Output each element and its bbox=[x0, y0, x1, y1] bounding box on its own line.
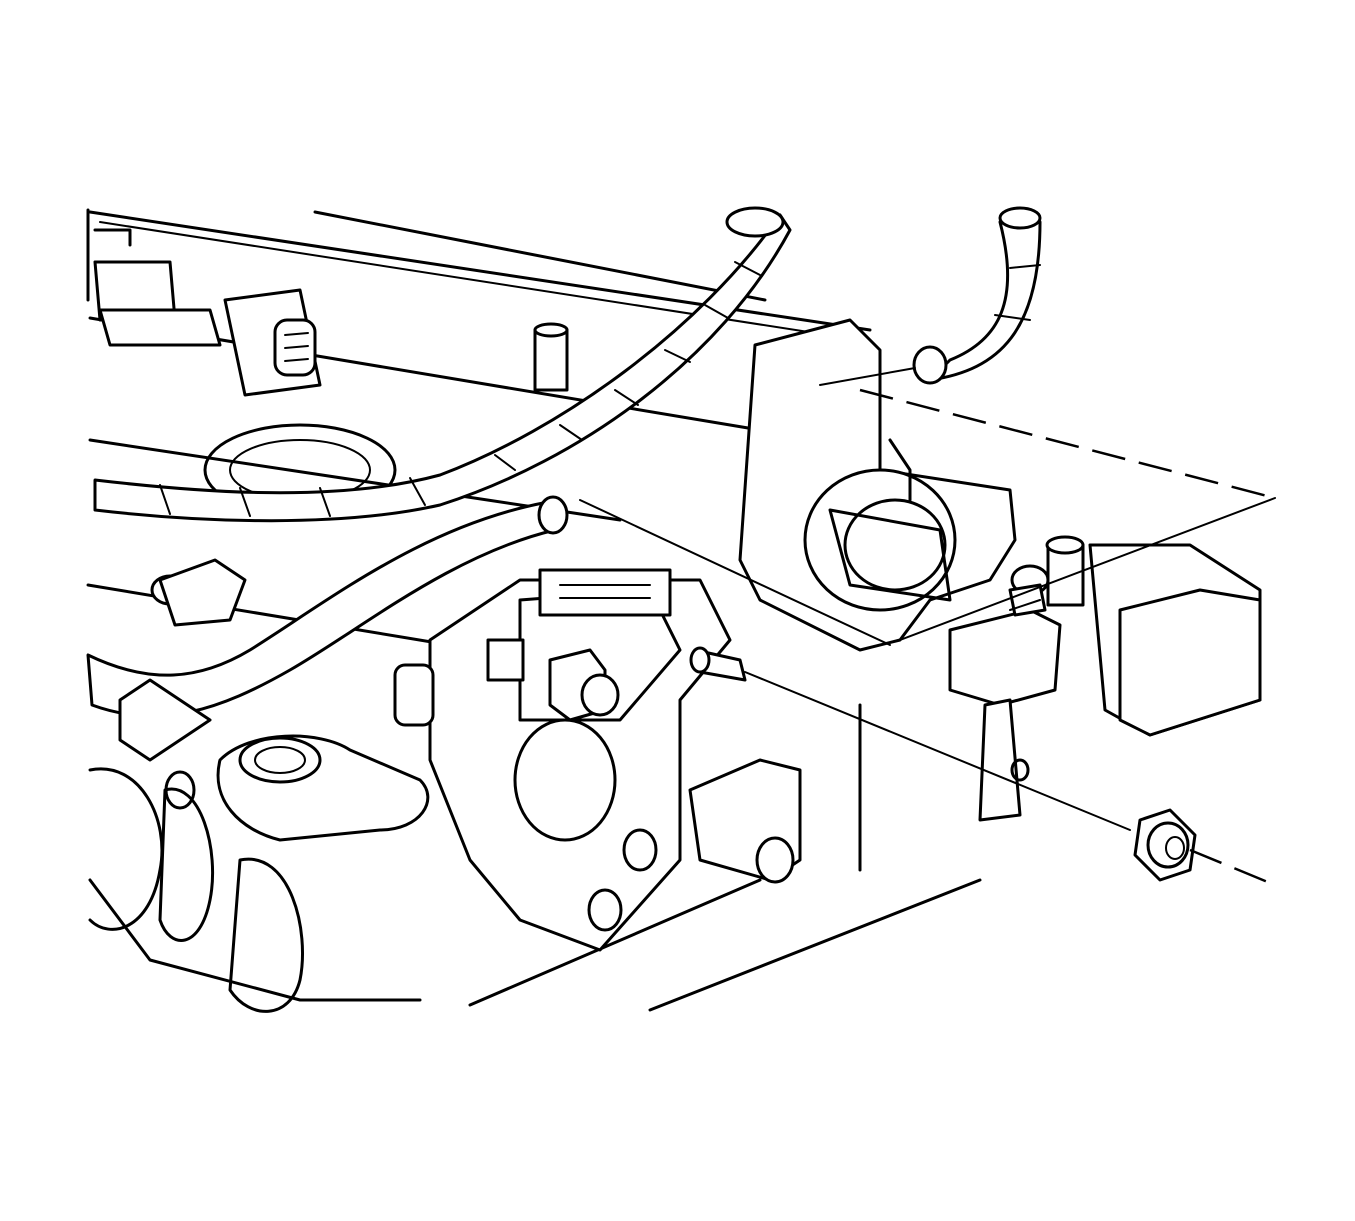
leader-lines bbox=[579, 367, 1276, 887]
vacuum-nipple bbox=[533, 322, 569, 392]
manifold-ports bbox=[88, 767, 422, 1013]
lower-hose bbox=[86, 495, 569, 762]
mounting-bracket bbox=[428, 568, 732, 952]
vacuum-solenoid bbox=[948, 535, 1262, 737]
injector-seal bbox=[216, 663, 435, 842]
injector-connector-right bbox=[223, 288, 322, 397]
vacuum-hose bbox=[912, 206, 1042, 385]
stud-bolt bbox=[689, 646, 747, 682]
bracket-stud-nut bbox=[486, 638, 620, 722]
hex-nut bbox=[1133, 808, 1197, 882]
injector-connector-left bbox=[93, 228, 222, 347]
wiring-harness-conduit bbox=[93, 206, 792, 523]
lower-boss bbox=[150, 558, 802, 884]
solenoid-bracket bbox=[978, 698, 1030, 822]
